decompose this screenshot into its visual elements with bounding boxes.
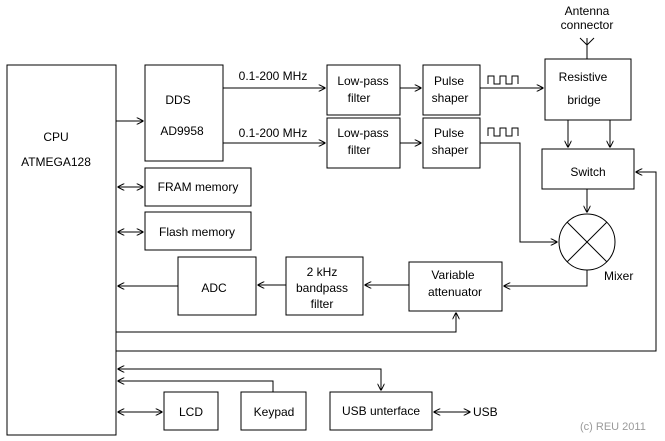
low-pass-filter-1: Low-pass filter	[326, 64, 401, 116]
svg-text:LCD: LCD	[179, 405, 203, 419]
lcd-block: LCD	[163, 391, 219, 431]
connection-wires	[116, 88, 657, 412]
variable-attenuator-block: Variable attenuator	[408, 261, 503, 312]
cpu-block: CPU ATMEGA128	[6, 64, 117, 436]
antenna-connector-label: connector	[561, 18, 614, 32]
svg-text:Keypad: Keypad	[254, 405, 295, 419]
usb-label: USB	[473, 405, 498, 419]
adc-block: ADC	[177, 256, 257, 316]
svg-text:attenuator: attenuator	[428, 285, 482, 299]
cpu-model-label: ATMEGA128	[21, 155, 91, 169]
bandpass-filter-block: 2 kHz bandpass filter	[285, 256, 364, 316]
svg-text:shaper: shaper	[432, 143, 469, 157]
svg-text:Flash memory: Flash memory	[159, 225, 235, 239]
svg-text:Switch: Switch	[570, 165, 605, 179]
svg-text:bridge: bridge	[567, 93, 601, 107]
low-pass-filter-2: Low-pass filter	[326, 117, 401, 169]
svg-text:Pulse: Pulse	[434, 74, 464, 88]
mixer-symbol	[558, 213, 616, 271]
switch-block: Switch	[541, 148, 635, 190]
antenna-label: Antenna	[565, 4, 610, 18]
svg-text:Pulse: Pulse	[434, 126, 464, 140]
svg-text:shaper: shaper	[432, 91, 469, 105]
usb-interface-block: USB unterface	[329, 391, 433, 431]
svg-text:filter: filter	[348, 91, 371, 105]
svg-text:Low-pass: Low-pass	[337, 74, 388, 88]
svg-text:FRAM memory: FRAM memory	[158, 180, 239, 194]
resistive-bridge-block: Resistive bridge	[544, 58, 632, 121]
copyright-label: (c) REU 2011	[580, 421, 646, 433]
fram-memory-block: FRAM memory	[144, 167, 252, 207]
dds-block: DDS AD9958	[144, 64, 224, 162]
svg-text:Variable: Variable	[431, 268, 474, 282]
flash-memory-block: Flash memory	[144, 211, 252, 251]
svg-text:USB unterface: USB unterface	[342, 404, 420, 418]
frequency-label-top: 0.1-200 MHz	[239, 69, 308, 83]
mixer-label: Mixer	[604, 269, 633, 283]
square-wave-icon	[487, 127, 519, 137]
svg-text:filter: filter	[348, 143, 371, 157]
pulse-shaper-2: Pulse shaper	[422, 117, 481, 169]
antenna-connector-icon	[579, 37, 595, 59]
svg-text:bandpass: bandpass	[296, 281, 348, 295]
dds-label: DDS	[165, 93, 190, 107]
svg-text:ADC: ADC	[201, 281, 227, 295]
svg-text:Resistive: Resistive	[559, 70, 608, 84]
svg-text:2 kHz: 2 kHz	[307, 265, 338, 279]
dds-model-label: AD9958	[160, 124, 204, 138]
svg-text:filter: filter	[311, 297, 334, 311]
svg-text:Low-pass: Low-pass	[337, 126, 388, 140]
frequency-label-bottom: 0.1-200 MHz	[239, 126, 308, 140]
pulse-shaper-1: Pulse shaper	[422, 64, 481, 116]
cpu-label: CPU	[43, 130, 68, 144]
square-wave-icon	[487, 75, 519, 85]
keypad-block: Keypad	[240, 391, 307, 431]
